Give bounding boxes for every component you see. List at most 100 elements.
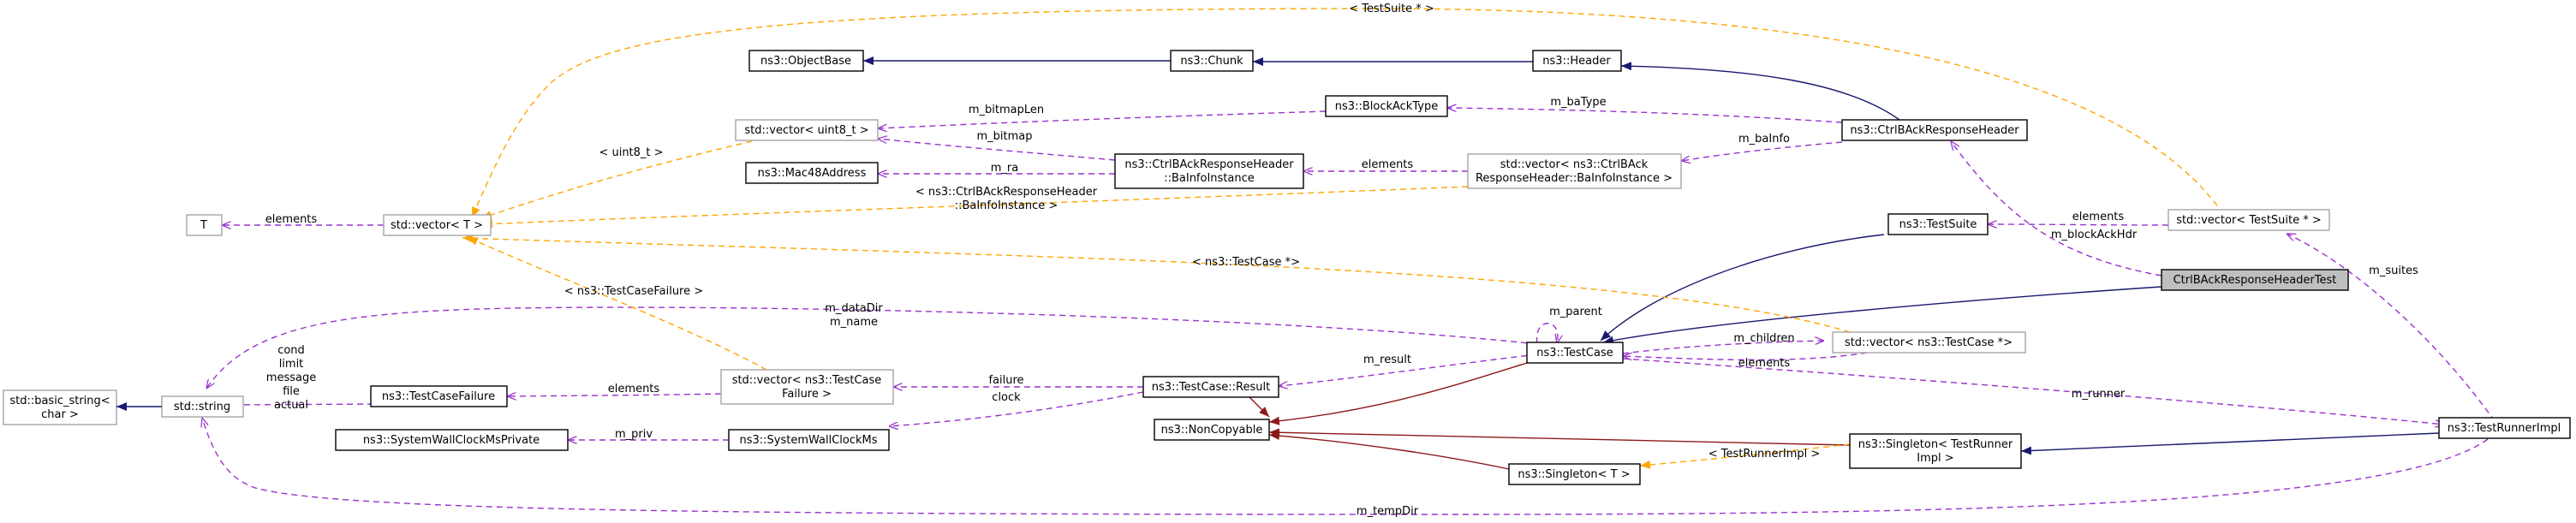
label-elements-bainfo: elements [1362, 158, 1414, 171]
label-blockackhdr: m_blockAckHdr [2051, 229, 2138, 241]
node-clock-private[interactable]: ns3::SystemWallClockMsPrivate [335, 429, 569, 451]
edge-noncopyable-testcase [1268, 362, 1528, 425]
node-chunk-label: ns3::Chunk [1180, 55, 1243, 68]
edge-ctrlheader-header [1620, 62, 1904, 123]
edge-usage-bitmaplen [878, 110, 1327, 128]
edge-noncopyable-singleton-t [1268, 431, 1510, 470]
node-test-case-failure[interactable]: ns3::TestCaseFailure [370, 385, 508, 407]
node-basic-string-label-1: std::basic_string< [9, 395, 110, 407]
node-ctrl-back-response-header-label: ns3::CtrlBAckResponseHeader [1850, 124, 2019, 137]
node-chunk[interactable]: ns3::Chunk [1170, 50, 1254, 72]
label-datadir: m_dataDir [825, 302, 883, 315]
node-bainfo-instance-label-2: ::BaInfoInstance [1164, 172, 1255, 185]
node-runner-impl[interactable]: ns3::TestRunnerImpl [2438, 417, 2571, 439]
label-name: m_name [830, 316, 878, 329]
label-result: m_result [1363, 354, 1411, 366]
label-elements-suite: elements [2072, 211, 2125, 223]
edge-usage-bitmap [878, 139, 1116, 161]
edge-tmpl-failure [467, 236, 767, 371]
label-suites: m_suites [2369, 264, 2418, 277]
node-non-copyable-label: ns3::NonCopyable [1161, 424, 1263, 437]
label-string-field-message: message [266, 371, 316, 384]
node-std-string-label: std::string [174, 401, 230, 413]
node-vector-t[interactable]: std::vector< T > [383, 214, 492, 236]
edge-singleton-runnerimpl [2020, 432, 2440, 455]
edge-labels: < TestSuite * > m_bitmapLen m_baType < u… [265, 3, 2418, 518]
label-bitmap: m_bitmap [976, 130, 1032, 143]
edge-usage-blockackhdr [1951, 141, 2162, 276]
label-clock: clock [992, 391, 1021, 404]
node-vector-test-case-label: std::vector< ns3::TestCase *> [1845, 336, 2012, 349]
node-singleton-runner[interactable]: ns3::Singleton< TestRunner Impl > [1849, 433, 2022, 469]
node-vector-bainfo[interactable]: std::vector< ns3::CtrlBAck ResponseHeade… [1467, 153, 1682, 189]
edge-usage-result [1279, 354, 1538, 386]
node-t-label: T [200, 219, 207, 232]
node-singleton-t-label: ns3::Singleton< T > [1518, 468, 1630, 481]
node-vector-test-case[interactable]: std::vector< ns3::TestCase *> [1832, 331, 2026, 354]
node-object-base[interactable]: ns3::ObjectBase [748, 50, 864, 72]
node-block-ack-type[interactable]: ns3::BlockAckType [1325, 95, 1448, 117]
node-vector-bainfo-label-2: ResponseHeader::BaInfoInstance > [1476, 172, 1673, 185]
edges [202, 8, 2501, 515]
node-non-copyable[interactable]: ns3::NonCopyable [1154, 419, 1270, 441]
label-elements-t: elements [265, 213, 318, 226]
node-result[interactable]: ns3::TestCase::Result [1142, 376, 1279, 398]
label-bainfo-tmpl-1: < ns3::CtrlBAckResponseHeader [915, 186, 1098, 199]
edge-usage-batype [1447, 108, 1843, 123]
node-test-case[interactable]: ns3::TestCase [1526, 342, 1624, 364]
node-mac48-address[interactable]: ns3::Mac48Address [745, 162, 879, 184]
edge-usage-elements-case [1623, 352, 1868, 361]
node-vector-failure-label-1: std::vector< ns3::TestCase [732, 374, 882, 387]
label-bainfo: m_baInfo [1738, 133, 1790, 146]
label-testcase-ptr: < ns3::TestCase *> [1192, 256, 1300, 269]
node-clock-label: ns3::SystemWallClockMs [739, 434, 877, 447]
edge-usage-clock [889, 391, 1144, 426]
label-runner: m_runner [2072, 388, 2126, 401]
nodes: ns3::ObjectBase ns3::Chunk ns3::Header n… [3, 50, 2571, 485]
label-failure: failure [988, 374, 1023, 387]
edge-noncopyable-singleton-runner [1268, 428, 1851, 446]
node-basic-string[interactable]: std::basic_string< char > [3, 389, 117, 425]
node-vector-failure-label-2: Failure > [782, 388, 832, 401]
edge-usage-datadir [206, 306, 1538, 389]
label-string-field-actual: actual [274, 399, 308, 412]
edge-tmpl-testcase-ptr [462, 234, 1851, 333]
node-bainfo-instance-label-1: ns3::CtrlBAckResponseHeader [1124, 158, 1294, 171]
label-children: m_children [1733, 332, 1794, 345]
label-bainfo-tmpl-2: ::BaInfoInstance > [955, 199, 1058, 212]
label-parent: m_parent [1549, 306, 1602, 318]
node-test-suite[interactable]: ns3::TestSuite [1887, 213, 1989, 235]
edge-tmpl-bainfo [481, 186, 1469, 229]
label-string-field-limit: limit [279, 358, 304, 371]
edge-usage-runner [1622, 358, 2444, 425]
label-failure-tmpl: < ns3::TestCaseFailure > [564, 285, 703, 298]
node-ctrl-test[interactable]: CtrlBAckResponseHeaderTest [2161, 269, 2349, 291]
node-singleton-t[interactable]: ns3::Singleton< T > [1508, 463, 1641, 485]
edge-usage-suites [2287, 234, 2501, 431]
node-singleton-runner-label-1: ns3::Singleton< TestRunner [1858, 438, 2013, 451]
node-object-base-label: ns3::ObjectBase [760, 55, 851, 68]
node-std-string[interactable]: std::string [161, 395, 244, 418]
node-clock[interactable]: ns3::SystemWallClockMs [728, 429, 890, 451]
node-block-ack-type-label: ns3::BlockAckType [1335, 100, 1438, 113]
node-vector-test-suite[interactable]: std::vector< TestSuite * > [2168, 209, 2330, 231]
label-elements-case: elements [1738, 357, 1791, 370]
node-vector-t-label: std::vector< T > [391, 219, 483, 232]
node-vector-test-suite-label: std::vector< TestSuite * > [2176, 214, 2322, 227]
node-t[interactable]: T [186, 214, 223, 236]
label-string-field-cond: cond [277, 344, 305, 357]
node-test-case-failure-label: ns3::TestCaseFailure [382, 390, 495, 403]
node-vector-bainfo-label-1: std::vector< ns3::CtrlBAck [1500, 158, 1649, 171]
node-header[interactable]: ns3::Header [1532, 50, 1622, 72]
node-vector-uint8[interactable]: std::vector< uint8_t > [735, 119, 879, 141]
node-basic-string-label-2: char > [41, 408, 79, 421]
node-clock-private-label: ns3::SystemWallClockMsPrivate [363, 434, 540, 447]
edge-usage-elements-suite [1988, 224, 2169, 225]
label-elements-failure: elements [608, 383, 660, 395]
node-vector-failure[interactable]: std::vector< ns3::TestCase Failure > [720, 369, 894, 405]
node-ctrl-back-response-header[interactable]: ns3::CtrlBAckResponseHeader [1841, 119, 2028, 141]
node-bainfo-instance[interactable]: ns3::CtrlBAckResponseHeader ::BaInfoInst… [1114, 153, 1304, 189]
label-string-field-file: file [283, 385, 300, 398]
label-batype: m_baType [1550, 96, 1606, 109]
